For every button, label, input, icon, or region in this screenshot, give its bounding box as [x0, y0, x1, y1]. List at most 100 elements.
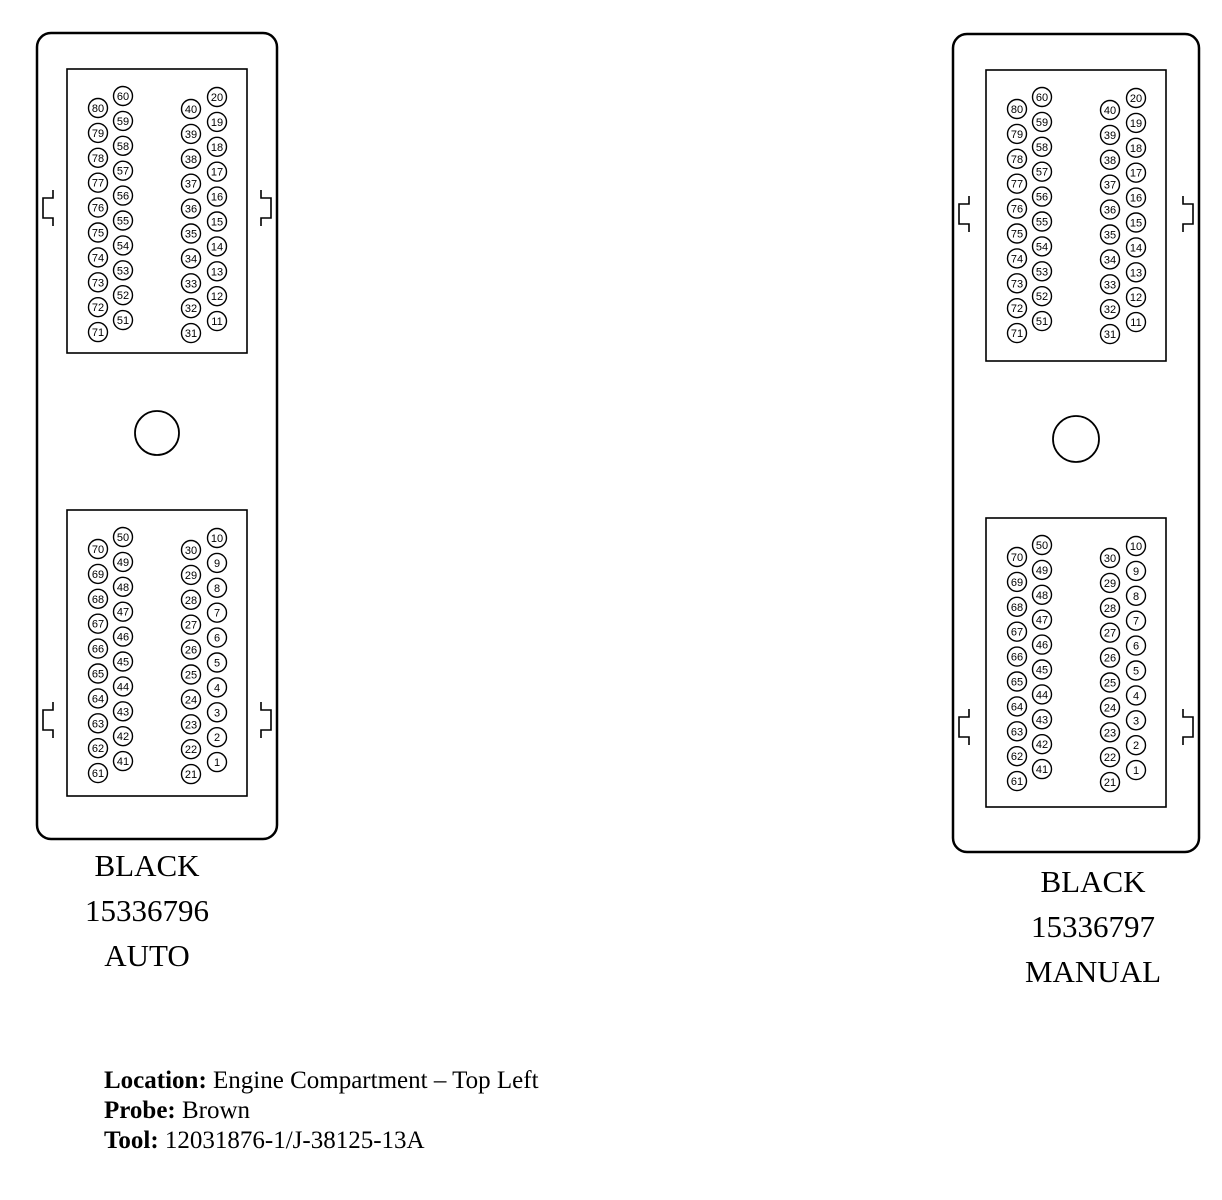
pin-circle [206, 236, 228, 257]
pin-circle [87, 713, 109, 734]
pin-number: 56 [1036, 192, 1048, 204]
pin-circle [1099, 149, 1121, 171]
pin: 13 [1125, 262, 1147, 283]
pin: 5 [206, 652, 228, 673]
pin-circle [1125, 710, 1147, 731]
pin: 29 [1099, 572, 1121, 594]
pin-number: 59 [1036, 117, 1048, 129]
pin-number: 47 [117, 607, 129, 619]
pin-number: 75 [1011, 229, 1023, 241]
pin: 73 [1006, 273, 1028, 294]
pin-circle [1125, 535, 1147, 557]
pin-circle [87, 738, 109, 759]
connector-manual: 8079787776757473727160595857565554535251… [951, 32, 1201, 854]
pin: 27 [180, 614, 202, 635]
pin-circle [180, 539, 202, 561]
pin-circle [1125, 137, 1147, 159]
pin: 16 [1125, 187, 1147, 208]
pin-circle [180, 664, 202, 685]
pin: 20 [206, 86, 228, 108]
pin: 53 [1031, 261, 1053, 282]
pin: 4 [206, 677, 228, 698]
pin-circle [180, 564, 202, 586]
pin-circle [206, 211, 228, 232]
pin: 54 [1031, 236, 1053, 257]
pin-circle [112, 626, 134, 647]
pin-number: 32 [1104, 304, 1116, 316]
pin: 44 [112, 676, 134, 697]
pin-number: 74 [1011, 253, 1023, 265]
pin-number: 36 [1104, 205, 1116, 217]
pin-circle [1125, 212, 1147, 233]
pin-circle [87, 563, 109, 585]
pin: 15 [1125, 212, 1147, 233]
pin-number: 4 [1133, 690, 1139, 702]
pin: 4 [1125, 685, 1147, 706]
pin-number: 17 [211, 167, 223, 179]
pin-circle [1125, 187, 1147, 208]
pin-block-upper: 8079787776757473727160595857565554535251… [42, 68, 272, 354]
pin: 59 [112, 110, 134, 132]
pin-circle [1031, 634, 1053, 655]
pin: 32 [180, 298, 202, 319]
pin-number: 54 [1036, 241, 1048, 253]
pin-circle [87, 147, 109, 169]
pin-number: 8 [1133, 591, 1139, 603]
pin-circle [180, 589, 202, 610]
pin: 19 [206, 111, 228, 133]
pin-number: 67 [92, 619, 104, 631]
pin-number: 27 [1104, 628, 1116, 640]
pin: 52 [1031, 286, 1053, 307]
pin: 60 [112, 85, 134, 107]
pin: 1 [1125, 759, 1147, 781]
pin-number: 63 [92, 718, 104, 730]
pin-circle [1031, 559, 1053, 581]
pin: 51 [1031, 310, 1053, 332]
pin-number: 21 [1104, 777, 1116, 789]
pin: 55 [112, 210, 134, 231]
pin-circle [1006, 596, 1028, 617]
pin: 11 [206, 310, 228, 332]
pin: 35 [1099, 224, 1121, 245]
pin-number: 30 [1104, 553, 1116, 565]
pin-number: 1 [214, 757, 220, 769]
pin-number: 34 [185, 253, 197, 265]
pin: 31 [1099, 323, 1121, 345]
connector-variant: AUTO [104, 938, 190, 973]
pin-number: 79 [92, 128, 104, 140]
pin-circle [206, 161, 228, 182]
pin: 23 [180, 714, 202, 735]
pin: 31 [180, 322, 202, 344]
pin-number: 69 [92, 569, 104, 581]
pin: 74 [1006, 248, 1028, 269]
pin-circle [1099, 722, 1121, 743]
tool-row: Tool: 12031876-1/J-38125-13A [104, 1126, 539, 1156]
pin-number: 53 [117, 265, 129, 277]
pin-number: 68 [92, 594, 104, 606]
pin-circle [180, 322, 202, 344]
pin: 22 [1099, 747, 1121, 768]
pin: 66 [87, 638, 109, 659]
pin: 30 [1099, 547, 1121, 569]
pin-circle [206, 702, 228, 723]
pin-number: 11 [211, 316, 222, 328]
pin-circle [206, 136, 228, 158]
pin: 65 [87, 663, 109, 684]
pin: 16 [206, 186, 228, 207]
pin: 44 [1031, 684, 1053, 705]
connector-variant: MANUAL [1024, 954, 1162, 989]
pin: 14 [1125, 237, 1147, 258]
pin-circle [112, 701, 134, 722]
pin: 46 [112, 626, 134, 647]
pin-circle [1006, 571, 1028, 593]
mounting-hole [1052, 415, 1100, 463]
pin-circle [206, 627, 228, 648]
pin: 63 [1006, 721, 1028, 742]
pin-number: 10 [1130, 541, 1142, 553]
pin-circle [1006, 696, 1028, 717]
pin-circle [206, 111, 228, 133]
connector-color-label: BLACK [94, 848, 200, 883]
pin: 67 [1006, 621, 1028, 642]
pin-number: 1 [1133, 765, 1139, 777]
pin-number: 58 [1036, 142, 1048, 154]
